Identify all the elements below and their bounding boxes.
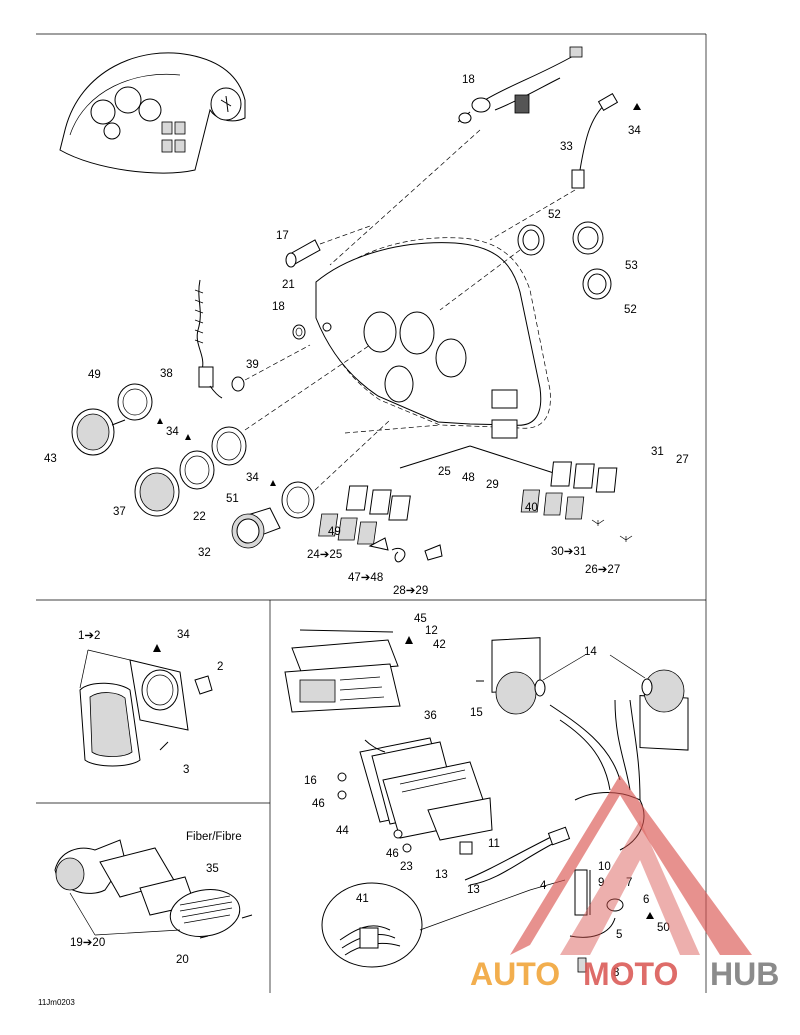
label-52: 52 [624,304,637,316]
label-10: 10 [598,861,611,873]
rings-52-53 [439,221,612,311]
label-49: 49 [88,369,101,381]
label-18: 18 [462,74,475,86]
detail-41 [321,879,566,968]
label-35: 35 [206,863,219,875]
gauges [71,344,441,549]
label-7: 7 [626,877,632,889]
frame [36,33,707,993]
label-fiber: Fiber/Fibre [186,831,242,843]
label-40: 40 [525,502,538,514]
label-33: 33 [560,141,573,153]
label-44: 44 [336,825,349,837]
label-30-31: 30➔31 [551,546,586,558]
label-51: 51 [226,493,239,505]
label-5: 5 [616,929,622,941]
label-32: 32 [198,547,211,559]
label-4: 4 [540,880,547,892]
label-22: 22 [193,511,206,523]
label-16: 16 [304,775,317,787]
mounting-bracket [337,737,493,853]
label-34: 34 [628,125,641,137]
label-19-20: 19➔20 [70,937,105,949]
label-48: 48 [462,472,475,484]
ignition-harness [329,46,641,266]
label-23: 23 [400,861,413,873]
watermark-logo: AUTO MOTO HUB [470,775,779,992]
label-18: 18 [272,301,285,313]
label-53: 53 [625,260,638,272]
label-34: 34 [166,426,179,438]
label-25: 25 [438,466,451,478]
label-3: 3 [183,764,189,776]
label-1-2: 1➔2 [78,630,100,642]
label-20: 20 [176,954,189,966]
label-26-27: 26➔27 [585,564,620,576]
watermark-moto: MOTO [583,956,678,992]
part-17 [285,225,371,268]
label-34: 34 [246,472,259,484]
label-46: 46 [386,848,399,860]
blanking-plate-assembly [79,644,213,767]
label-17: 17 [276,230,289,242]
label-24-25: 24➔25 [307,549,342,561]
label-42: 42 [433,639,446,651]
label-34: 34 [177,629,190,641]
instrument-panel [315,237,551,439]
label-46: 46 [312,798,325,810]
label-12: 12 [425,625,438,637]
label-39: 39 [246,359,259,371]
label-31: 31 [651,446,664,458]
label-50: 50 [657,922,670,934]
drawing-code: 11Jm0203 [38,998,75,1007]
dashboard-overview [59,52,246,174]
stereo-unit [284,629,413,713]
speakers [476,637,689,751]
label-13: 13 [435,869,448,881]
callout-labels: 18 34 33 17 52 53 21 52 18 38 39 49 34 4… [38,74,689,1007]
label-28-29: 28➔29 [393,585,428,597]
label-27: 27 [676,454,689,466]
label-8: 8 [613,967,619,979]
horn-assembly [54,839,253,939]
label-29: 29 [486,479,499,491]
watermark-auto: AUTO [470,956,560,992]
label-47-48: 47➔48 [348,572,383,584]
label-52: 52 [548,209,561,221]
label-37: 37 [113,506,126,518]
label-36: 36 [424,710,437,722]
label-41: 41 [356,893,369,905]
label-2: 2 [217,661,223,673]
label-38: 38 [160,368,173,380]
label-14: 14 [584,646,597,658]
label-6: 6 [643,894,649,906]
label-9: 9 [598,877,604,889]
label-45: 45 [414,613,427,625]
parts-18-38-39 [194,279,311,399]
label-49: 49 [328,526,341,538]
label-21: 21 [282,279,295,291]
label-11: 11 [488,838,500,850]
label-13: 13 [467,884,480,896]
label-43: 43 [44,453,57,465]
label-15: 15 [470,707,483,719]
watermark-hub: HUB [710,956,779,992]
wiring-harness [459,699,654,973]
switches [318,445,633,563]
